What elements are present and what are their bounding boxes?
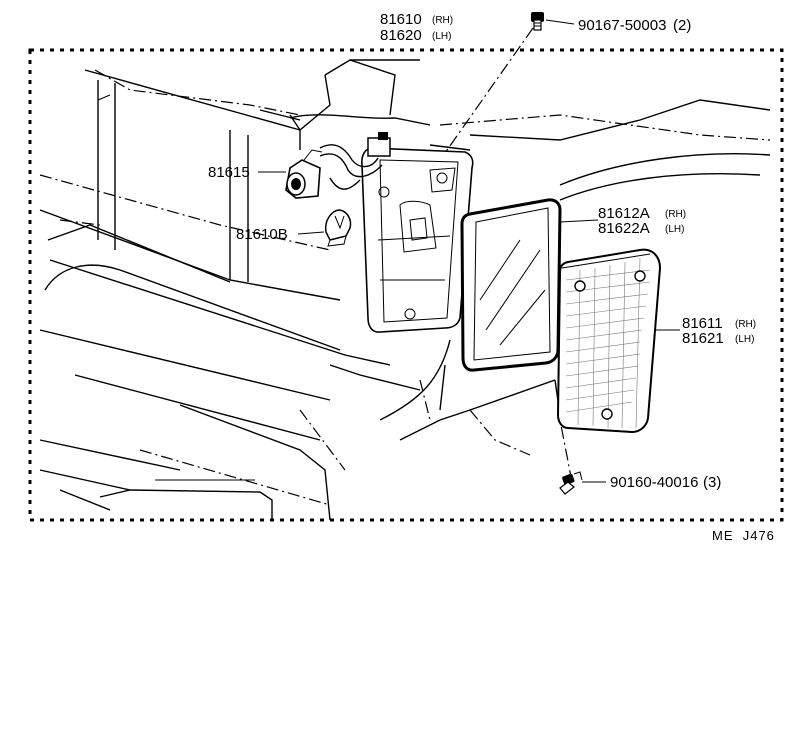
label-screw-top-qty: (2): [673, 17, 691, 34]
bulb-callout: [297, 231, 325, 235]
label-lens-rh-side: (RH): [735, 319, 756, 330]
lamp-housing: [361, 147, 474, 333]
label-gasket-rh: 81612A: [598, 205, 650, 222]
label-lens-rh: 81611: [682, 315, 723, 332]
reference-code: ME J476: [712, 528, 775, 543]
screw-top-icon: [531, 12, 544, 31]
screw-top-callout: [545, 19, 575, 25]
label-screw-bottom-qty: (3): [703, 474, 721, 491]
gasket-callout: [559, 219, 599, 223]
label-screw-bottom: 90160-40016: [610, 474, 698, 491]
gasket: [460, 198, 562, 372]
bulb-icon: [324, 209, 352, 247]
label-gasket-lh: 81622A: [598, 220, 650, 237]
wiring-harness: [319, 132, 391, 190]
label-lamp-assy-lh: 81620: [380, 27, 422, 44]
label-bulb: 81610B: [236, 226, 288, 243]
label-lamp-assy-lh-side: (LH): [432, 31, 451, 42]
socket-icon: [285, 149, 323, 199]
label-lamp-assy-rh: 81610: [380, 11, 422, 28]
label-lens-lh-side: (LH): [735, 334, 754, 345]
vehicle-body-outline: [39, 59, 771, 521]
lens: [556, 248, 662, 434]
screw-bottom-icon: [559, 471, 583, 495]
label-lamp-assy-rh-side: (RH): [432, 15, 453, 26]
label-gasket-rh-side: (RH): [665, 209, 686, 220]
label-lens-lh: 81621: [682, 330, 724, 347]
screw-leader-line-2: [559, 419, 573, 483]
screw-leader-line: [439, 27, 534, 161]
label-screw-top: 90167-50003: [578, 17, 666, 34]
label-socket: 81615: [208, 164, 250, 181]
label-gasket-lh-side: (LH): [665, 224, 684, 235]
